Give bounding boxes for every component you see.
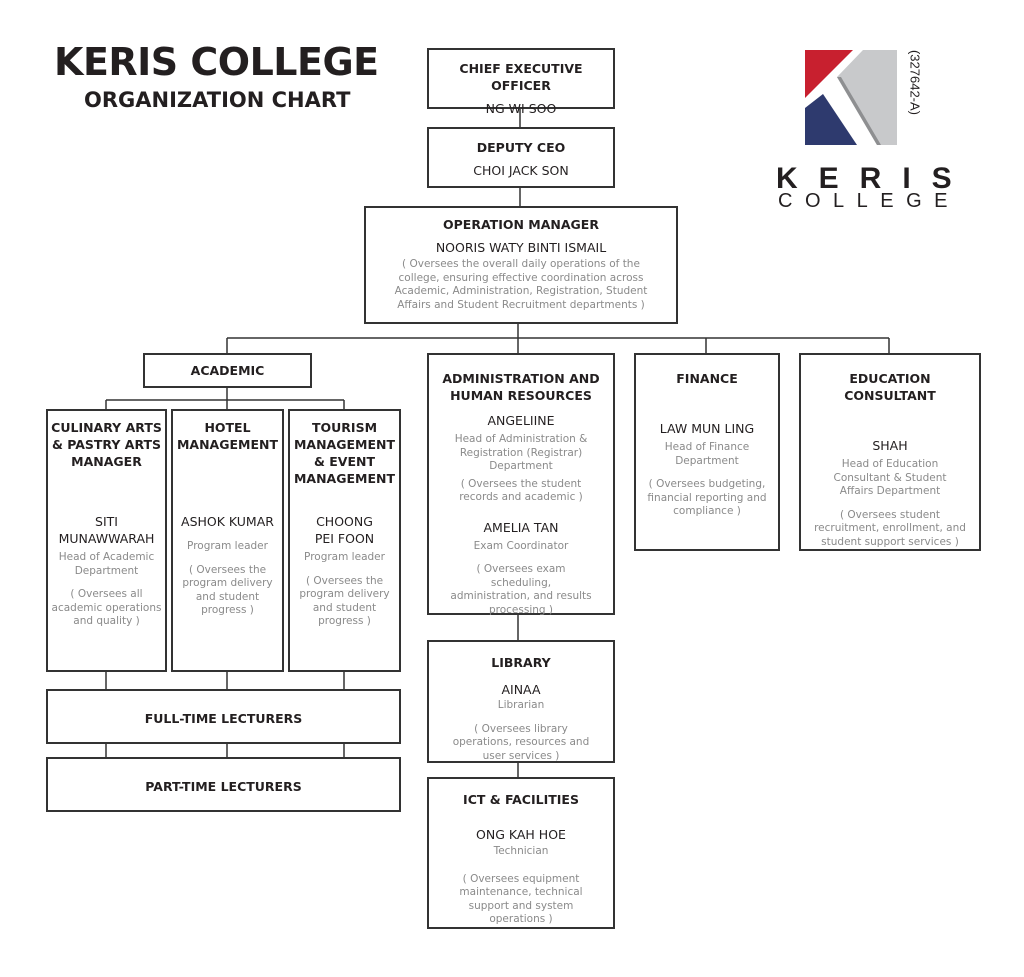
description: ( Oversees the program delivery and stud…	[182, 563, 273, 617]
culinary-box: CULINARY ARTS & PASTRY ARTS MANAGER SITI…	[46, 409, 167, 672]
role: Head of Academic Department	[58, 551, 155, 577]
hotel-management-box: HOTEL MANAGEMENT ASHOK KUMAR Program lea…	[171, 409, 284, 672]
box-title: ACADEMIC	[190, 363, 265, 378]
role: Technician	[493, 845, 549, 857]
box-title: FULL-TIME LECTURERS	[144, 711, 303, 726]
description: ( Oversees exam scheduling, administrati…	[450, 563, 592, 616]
logo-wordmark-college: COLLEGE	[778, 190, 960, 212]
box-title: ICT & FACILITIES	[463, 792, 579, 807]
description: ( Oversees library operations, resources…	[452, 722, 590, 762]
ict-facilities-box: ICT & FACILITIES ONG KAH HOE Technician …	[427, 777, 615, 929]
person-name: AINAA	[501, 682, 541, 697]
box-title: TOURISM MANAGEMENT & EVENT MANAGEMENT	[293, 420, 395, 486]
role: Program leader	[187, 540, 268, 552]
person-name: SITI MUNAWWARAH	[58, 514, 155, 546]
person-name: AMELIA TAN	[483, 519, 559, 535]
box-title: LIBRARY	[491, 655, 551, 670]
deputy-ceo-box: DEPUTY CEO CHOI JACK SON	[427, 127, 615, 188]
description: ( Oversees the program delivery and stud…	[299, 574, 390, 628]
part-time-lecturers-box: PART-TIME LECTURERS	[46, 757, 401, 812]
administration-hr-box: ADMINISTRATION AND HUMAN RESOURCES ANGEL…	[427, 353, 615, 616]
role: Head of Education Consultant & Student A…	[833, 458, 947, 497]
box-title: CULINARY ARTS & PASTRY ARTS MANAGER	[51, 420, 162, 469]
description: ( Oversees student recruitment, enrollme…	[814, 508, 966, 548]
logo-wordmark-keris: KERIS	[776, 162, 973, 195]
person-name: ONG KAH HOE	[476, 827, 566, 842]
person-name: NOORIS WATY BINTI ISMAIL	[435, 240, 607, 255]
box-title: EDUCATION CONSULTANT	[844, 371, 936, 403]
box-title: OPERATION MANAGER	[443, 217, 599, 232]
description: ( Oversees the student records and acade…	[459, 477, 583, 504]
box-title: FINANCE	[676, 371, 738, 386]
person-name: LAW MUN LING	[659, 421, 755, 436]
registration-number: (327642-A)	[907, 49, 923, 116]
person-name: CHOI JACK SON	[473, 163, 569, 178]
role: Head of Finance Department	[664, 441, 750, 467]
box-title: ADMINISTRATION AND HUMAN RESOURCES	[442, 371, 600, 403]
library-box: LIBRARY AINAA Librarian ( Oversees libra…	[427, 640, 615, 763]
box-title: HOTEL MANAGEMENT	[176, 420, 278, 452]
person-name: ANGELIINE	[487, 413, 555, 428]
description: ( Oversees the overall daily operations …	[394, 258, 648, 311]
operation-manager-box: OPERATION MANAGER NOORIS WATY BINTI ISMA…	[364, 206, 678, 324]
finance-box: FINANCE LAW MUN LING Head of Finance Dep…	[634, 353, 780, 551]
role: Librarian	[497, 699, 545, 711]
page-subtitle: ORGANIZATION CHART	[84, 88, 351, 112]
box-title: CHIEF EXECUTIVE OFFICER	[459, 61, 583, 93]
description: ( Oversees all academic operations and q…	[51, 588, 162, 627]
description: ( Oversees equipment maintenance, techni…	[459, 872, 583, 926]
person-name: ASHOK KUMAR	[181, 514, 274, 529]
ceo-box: CHIEF EXECUTIVE OFFICER NG WI SOO	[427, 48, 615, 116]
description: ( Oversees budgeting, financial reportin…	[647, 478, 767, 517]
box-title: DEPUTY CEO	[476, 140, 566, 155]
person-name: SHAH	[872, 438, 908, 453]
role: Head of Administration & Registration (R…	[454, 433, 588, 472]
box-title: PART-TIME LECTURERS	[145, 779, 302, 794]
page-title: KERIS COLLEGE	[54, 40, 379, 84]
academic-box: ACADEMIC	[143, 353, 312, 388]
education-consultant-box: EDUCATION CONSULTANT SHAH Head of Educat…	[799, 353, 981, 551]
role: Program leader	[304, 551, 385, 563]
full-time-lecturers-box: FULL-TIME LECTURERS	[46, 689, 401, 744]
person-name: CHOONG PEI FOON	[314, 514, 375, 546]
person-name: NG WI SOO	[485, 101, 557, 116]
keris-logo-icon	[805, 50, 897, 145]
tourism-box: TOURISM MANAGEMENT & EVENT MANAGEMENT CH…	[288, 409, 401, 672]
role: Exam Coordinator	[473, 539, 569, 552]
